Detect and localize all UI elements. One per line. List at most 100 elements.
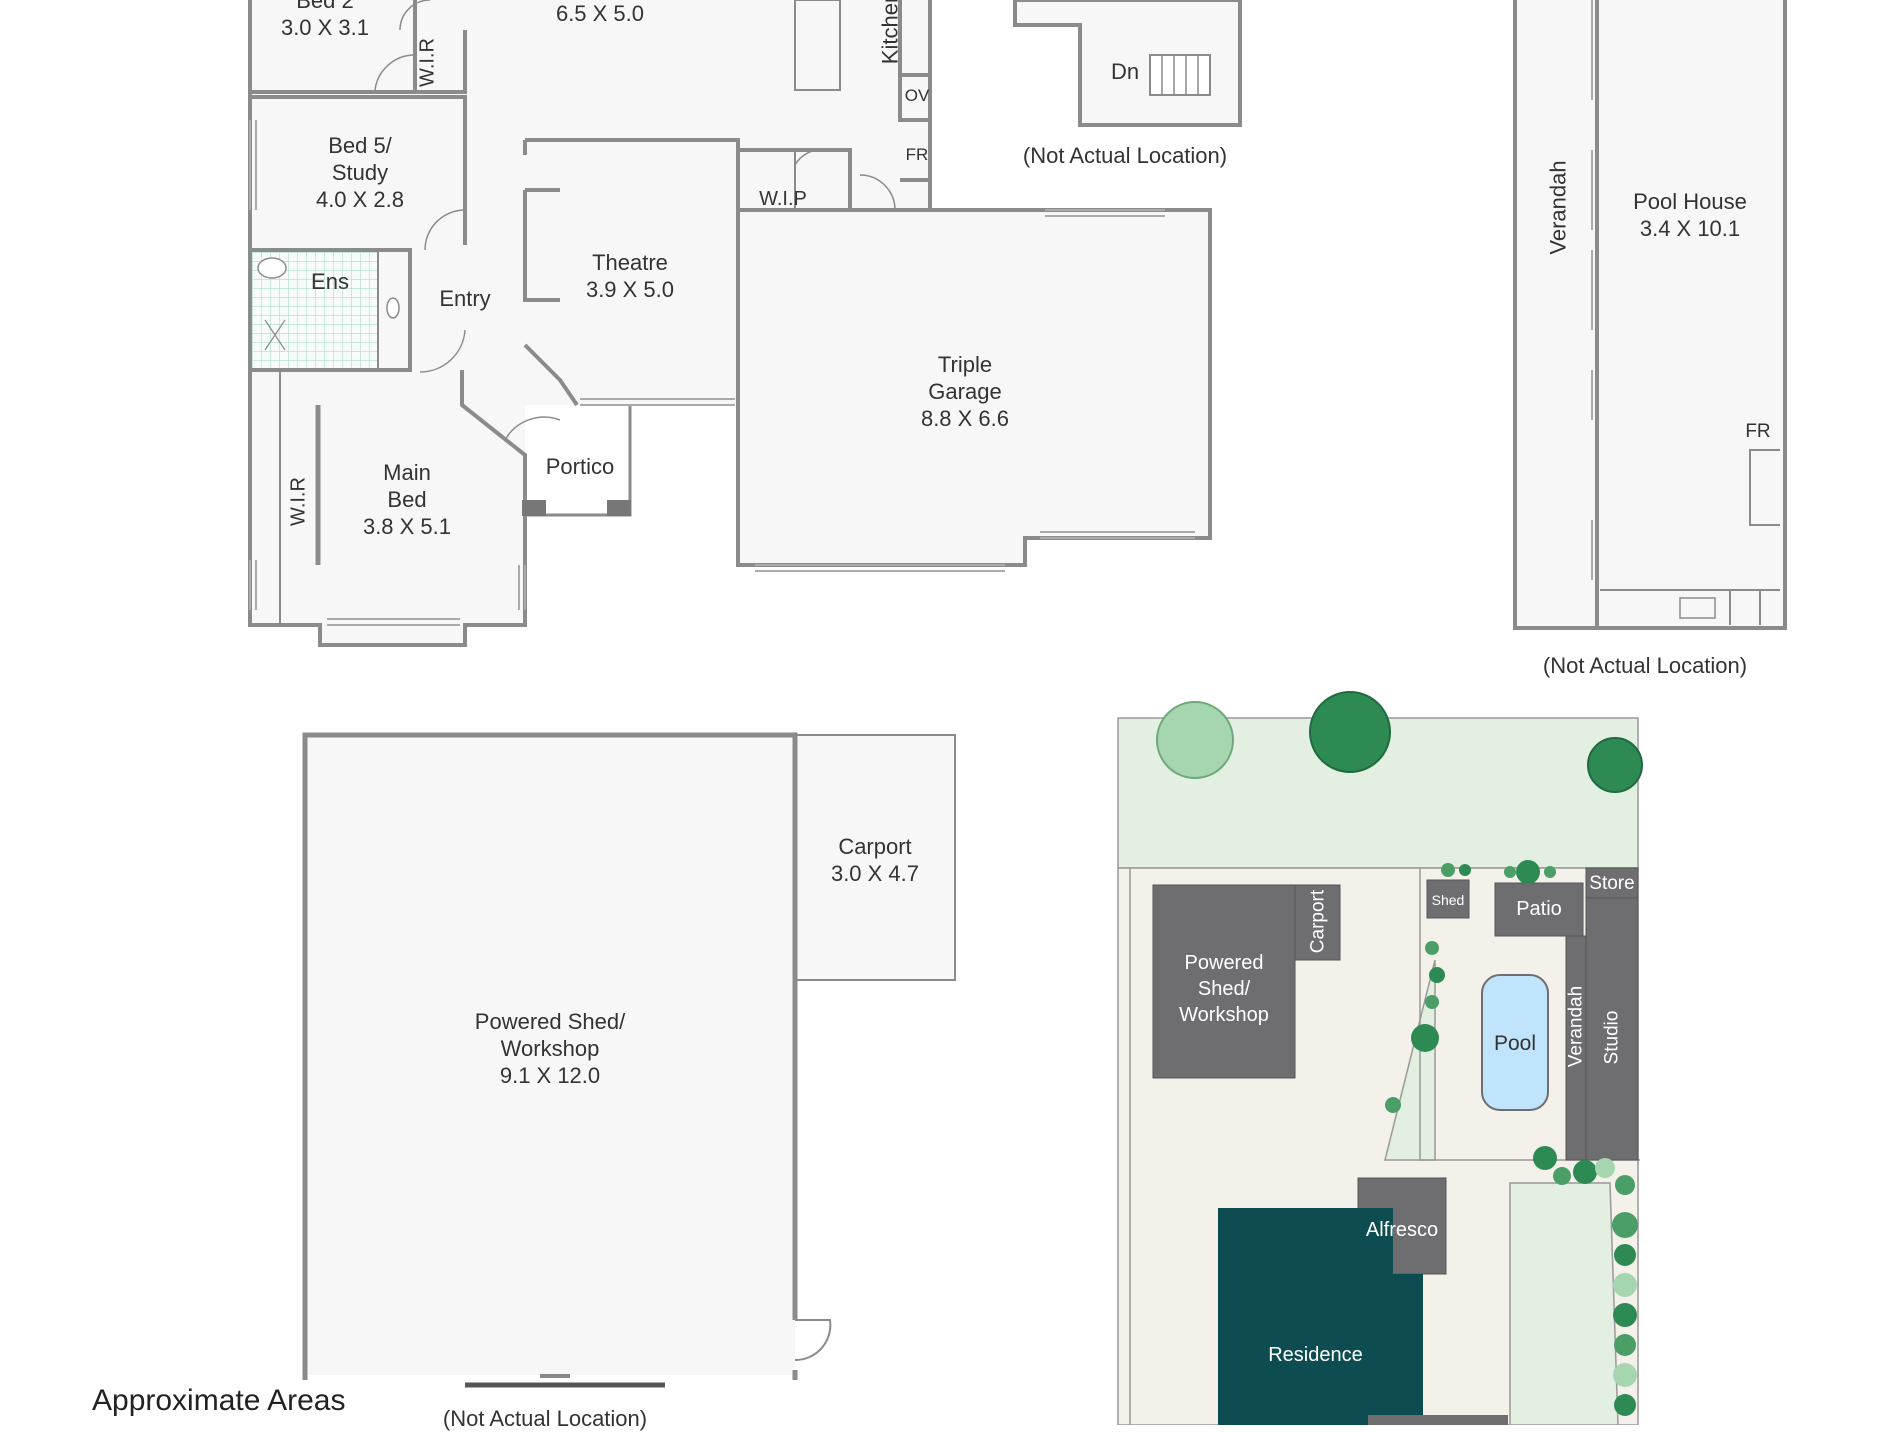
house-plan [248, 0, 1212, 647]
pool-house-size: 3.4 X 10.1 [1639, 216, 1741, 241]
site-label-studio: Studio [1599, 998, 1626, 1078]
wir-main-name: W.I.R [287, 477, 310, 526]
shed-name: Powered Shed/ Workshop 9.1 X 12.0 [470, 1008, 630, 1089]
site-label-pool: Pool [1482, 1030, 1548, 1057]
shed-name2: Workshop [500, 1036, 600, 1061]
theatre-size: 3.9 X 5.0 [585, 277, 675, 302]
site-verandah [1565, 935, 1587, 1161]
theatre-name: Theatre [592, 250, 668, 275]
site-label-alfresco: Alfresco [1358, 1217, 1446, 1244]
room-ens: Ens [300, 268, 360, 295]
bed5-size: 4.0 X 2.8 [315, 187, 405, 212]
site-carport-text: Carport [1307, 889, 1329, 954]
site-label-verandah: Verandah [1563, 977, 1590, 1077]
site-plan [1117, 691, 1643, 1425]
room-entry: Entry [430, 285, 500, 312]
site-powered2-text: Shed/ [1197, 978, 1251, 1000]
site-garage [1368, 1415, 1508, 1425]
shed-size: 9.1 X 12.0 [499, 1063, 601, 1088]
site-studio [1585, 897, 1639, 1161]
wip-name: W.I.P [759, 188, 807, 210]
stairs-down: Dn [1105, 58, 1145, 85]
site-lawn-right [1509, 1182, 1619, 1425]
room-kitchen-size: 6.5 X 5.0 [540, 0, 660, 27]
main-bed-name2: Bed [387, 487, 427, 512]
pool-house-note-text: (Not Actual Location) [1542, 653, 1748, 678]
site-powered1-text: Powered [1184, 952, 1264, 974]
room-wip: W.I.P [748, 186, 818, 213]
shed-note-text: (Not Actual Location) [442, 1406, 648, 1431]
site-shed-text: Shed [1431, 892, 1465, 908]
kitchen-area-size: 6.5 X 5.0 [555, 1, 645, 26]
site-trees [1156, 691, 1643, 1416]
shed-name1: Powered Shed/ [474, 1009, 626, 1034]
carport-name: Carport 3.0 X 4.7 [825, 833, 925, 887]
room-wir-top: W.I.R [415, 33, 442, 93]
site-patio [1494, 882, 1584, 937]
kitchen-name: Kitchen [877, 0, 903, 65]
site-residence [1218, 1208, 1393, 1425]
site-patio-text: Patio [1516, 898, 1562, 920]
pool-house-title: Pool House [1633, 189, 1747, 214]
garage-name1: Triple [937, 352, 993, 377]
pool-house-fridge: FR [1738, 418, 1778, 445]
room-bed5: Bed 5/ Study 4.0 X 2.8 [300, 132, 420, 213]
site-pool-text: Pool [1493, 1032, 1537, 1055]
site-verandah-text: Verandah [1565, 985, 1587, 1068]
garage-size: 8.8 X 6.6 [920, 406, 1010, 431]
room-main-bed: Main Bed 3.8 X 5.1 [357, 459, 457, 540]
pool-house-verandah-text: Verandah [1545, 160, 1571, 255]
bed5-name2: Study [331, 160, 389, 185]
shed-plan [302, 732, 956, 1388]
site-carport [1294, 884, 1341, 961]
site-pool [1481, 974, 1549, 1111]
portico-name: Portico [545, 454, 615, 479]
areas-heading: Approximate Areas [92, 1384, 392, 1417]
site-label-store: Store [1586, 870, 1638, 897]
entry-name: Entry [439, 286, 491, 311]
room-theatre: Theatre 3.9 X 5.0 [570, 249, 690, 303]
site-powered3-text: Workshop [1179, 1004, 1269, 1026]
site-residence-right [1393, 1274, 1423, 1425]
pool-house-plan [1513, 0, 1787, 630]
site-powered-shed [1152, 884, 1296, 1079]
bed2-size: 3.0 X 3.1 [280, 15, 370, 40]
oven-name: OV [904, 86, 930, 105]
stairs-name: Dn [1110, 59, 1140, 84]
ens-name: Ens [311, 269, 349, 294]
room-fridge: FR [897, 141, 937, 168]
room-portico: Portico [535, 453, 625, 480]
pool-house-fridge-text: FR [1745, 421, 1771, 442]
garage-name2: Garage [928, 379, 1002, 404]
room-kitchen: Kitchen [877, 0, 904, 78]
carport-title: Carport [838, 834, 912, 859]
carport-size: 3.0 X 4.7 [830, 861, 920, 886]
wir-top-name: W.I.R [416, 38, 439, 87]
site-label-residence: Residence [1228, 1342, 1403, 1369]
bed2-name: Bed 2 [296, 0, 354, 13]
site-alfresco-text: Alfresco [1365, 1219, 1439, 1241]
pool-house-name: Pool House 3.4 X 10.1 [1615, 188, 1765, 242]
upper-note: (Not Actual Location) [1010, 142, 1240, 169]
site-label-shed: Shed [1427, 887, 1469, 914]
site-store-text: Store [1589, 873, 1635, 894]
site-label-patio: Patio [1495, 896, 1583, 923]
bed5-name1: Bed 5/ [328, 133, 392, 158]
room-wir-main: W.I.R [286, 472, 313, 532]
site-shed [1426, 879, 1470, 919]
main-bed-size: 3.8 X 5.1 [362, 514, 452, 539]
shed-note: (Not Actual Location) [425, 1405, 665, 1432]
areas-heading-text: Approximate Areas [92, 1384, 346, 1417]
site-studio-text: Studio [1601, 1010, 1623, 1065]
site-label-powered: Powered Shed/ Workshop [1158, 950, 1290, 1028]
upper-stairs-plan [1013, 0, 1242, 127]
room-oven: OV [897, 82, 937, 109]
room-garage: Triple Garage 8.8 X 6.6 [915, 351, 1015, 432]
pool-house-verandah: Verandah [1545, 153, 1572, 263]
pool-house-note: (Not Actual Location) [1525, 652, 1765, 679]
site-label-carport: Carport [1305, 882, 1332, 962]
upper-note-text: (Not Actual Location) [1022, 143, 1228, 168]
fridge-name: FR [905, 145, 929, 164]
